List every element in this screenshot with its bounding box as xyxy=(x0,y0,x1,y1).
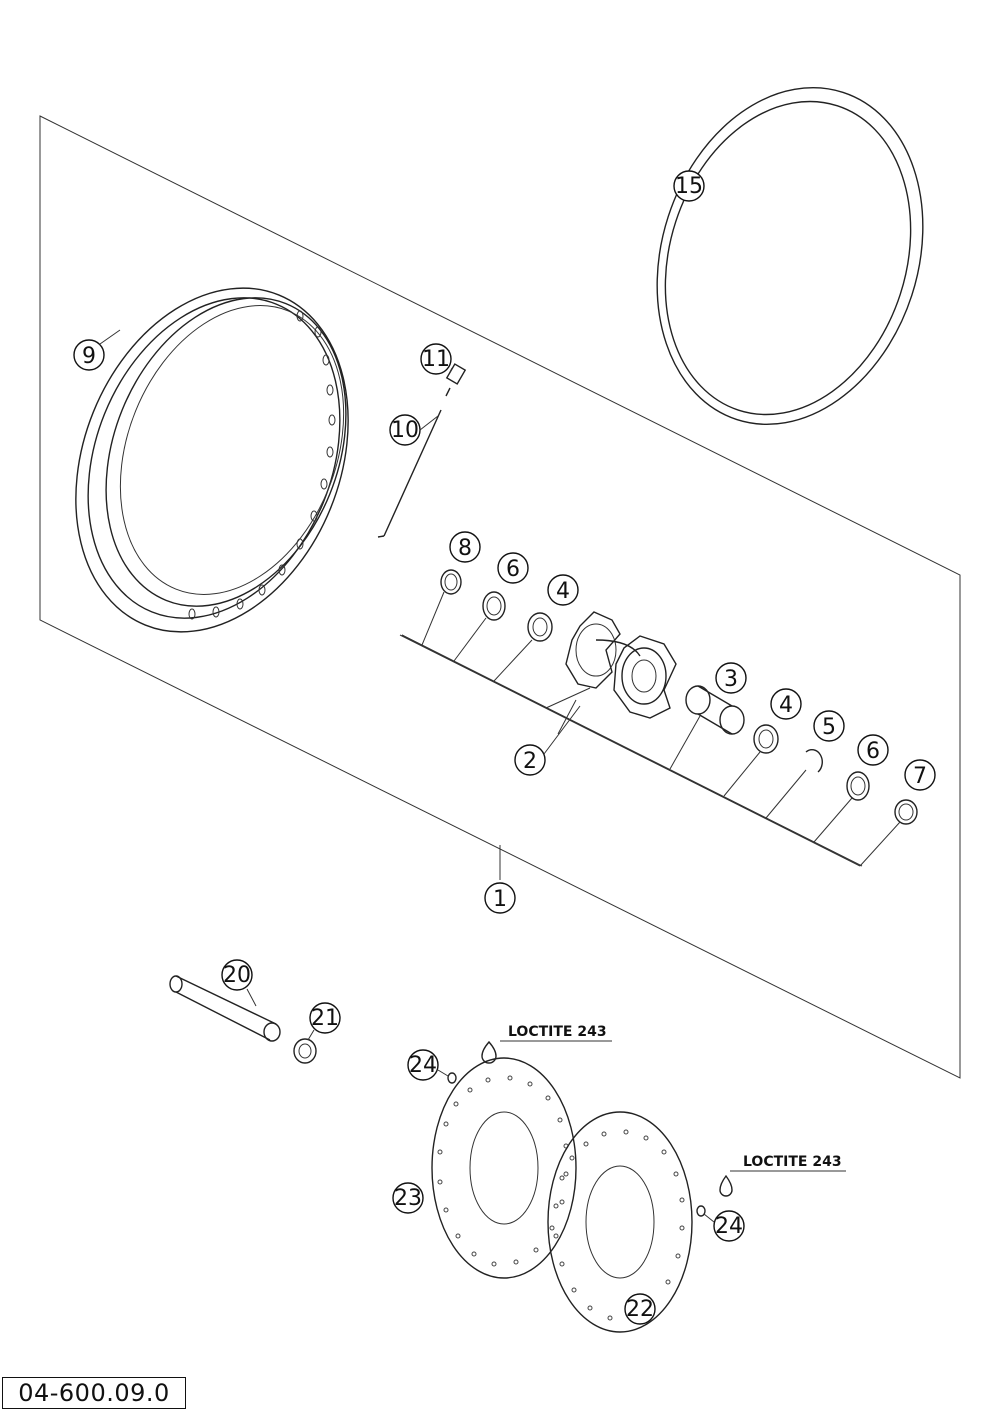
rim-spoke-holes xyxy=(188,310,336,620)
svg-text:6: 6 xyxy=(506,557,520,582)
axle-20 xyxy=(169,975,281,1042)
callout-9: 9 xyxy=(73,339,105,371)
callout-23: 23 xyxy=(392,1182,424,1214)
svg-text:3: 3 xyxy=(724,667,738,692)
spoke-10 xyxy=(377,409,442,538)
loctite-note: LOCTITE 243 xyxy=(508,1024,607,1040)
svg-text:2: 2 xyxy=(523,749,537,774)
svg-text:15: 15 xyxy=(675,174,703,199)
loctite-drop-icon xyxy=(719,1174,733,1197)
hub-bracket xyxy=(399,634,861,867)
callout-4-left: 4 xyxy=(547,574,579,606)
bearing-4-right xyxy=(753,724,779,754)
disc-screw-24-left xyxy=(447,1072,457,1084)
svg-text:4: 4 xyxy=(556,579,570,604)
callout-24-right: 24 xyxy=(713,1210,745,1242)
callout-21: 21 xyxy=(309,1002,341,1034)
svg-text:9: 9 xyxy=(82,344,96,369)
callout-leaders xyxy=(99,329,715,1223)
callout-20: 20 xyxy=(221,959,253,991)
callout-6-right: 6 xyxy=(857,734,889,766)
svg-text:21: 21 xyxy=(311,1006,339,1031)
svg-text:23: 23 xyxy=(394,1186,422,1211)
callout-5: 5 xyxy=(813,710,845,742)
spacer-7 xyxy=(894,799,918,825)
spacer-8 xyxy=(440,569,462,595)
callout-11: 11 xyxy=(420,343,452,375)
callout-3: 3 xyxy=(715,662,747,694)
rim-tape-15 xyxy=(656,87,924,425)
assembly-frame xyxy=(39,115,961,1079)
svg-text:1: 1 xyxy=(493,887,507,912)
circlip-5 xyxy=(805,748,823,773)
callout-7: 7 xyxy=(904,759,936,791)
seal-6-left xyxy=(482,591,506,621)
hub-bracket-line xyxy=(401,634,863,867)
loctite-note: LOCTITE 243 xyxy=(743,1154,842,1170)
callout-1: 1 xyxy=(484,882,516,914)
svg-text:11: 11 xyxy=(422,347,450,372)
bearing-4-left xyxy=(527,612,553,642)
rim-9 xyxy=(75,287,349,633)
drawing-number: 04-600.09.0 xyxy=(2,1377,186,1409)
svg-text:7: 7 xyxy=(913,764,927,789)
brake-disc-22 xyxy=(547,1111,693,1333)
hub-spacer-3 xyxy=(685,685,745,735)
svg-text:10: 10 xyxy=(391,418,419,443)
svg-text:24: 24 xyxy=(409,1053,437,1078)
svg-text:6: 6 xyxy=(866,739,880,764)
callout-8: 8 xyxy=(449,531,481,563)
svg-text:8: 8 xyxy=(458,536,472,561)
brake-disc-23 xyxy=(431,1057,577,1279)
axle-nut-21 xyxy=(293,1038,317,1064)
seal-6-right xyxy=(846,771,870,801)
svg-text:5: 5 xyxy=(822,715,836,740)
callout-4-right: 4 xyxy=(770,688,802,720)
callout-22: 22 xyxy=(624,1293,656,1325)
disc-screw-24-right xyxy=(696,1205,706,1217)
callout-10: 10 xyxy=(389,414,421,446)
svg-text:20: 20 xyxy=(223,963,251,988)
callout-2: 2 xyxy=(514,744,546,776)
loctite-drop-icon xyxy=(481,1040,497,1064)
svg-text:24: 24 xyxy=(715,1214,743,1239)
wheel-hub-2 xyxy=(565,611,677,719)
callout-6-left: 6 xyxy=(497,552,529,584)
svg-text:4: 4 xyxy=(779,693,793,718)
callout-15: 15 xyxy=(673,170,705,202)
svg-text:22: 22 xyxy=(626,1297,654,1322)
leader-lines xyxy=(421,591,901,867)
callout-24-left: 24 xyxy=(407,1049,439,1081)
